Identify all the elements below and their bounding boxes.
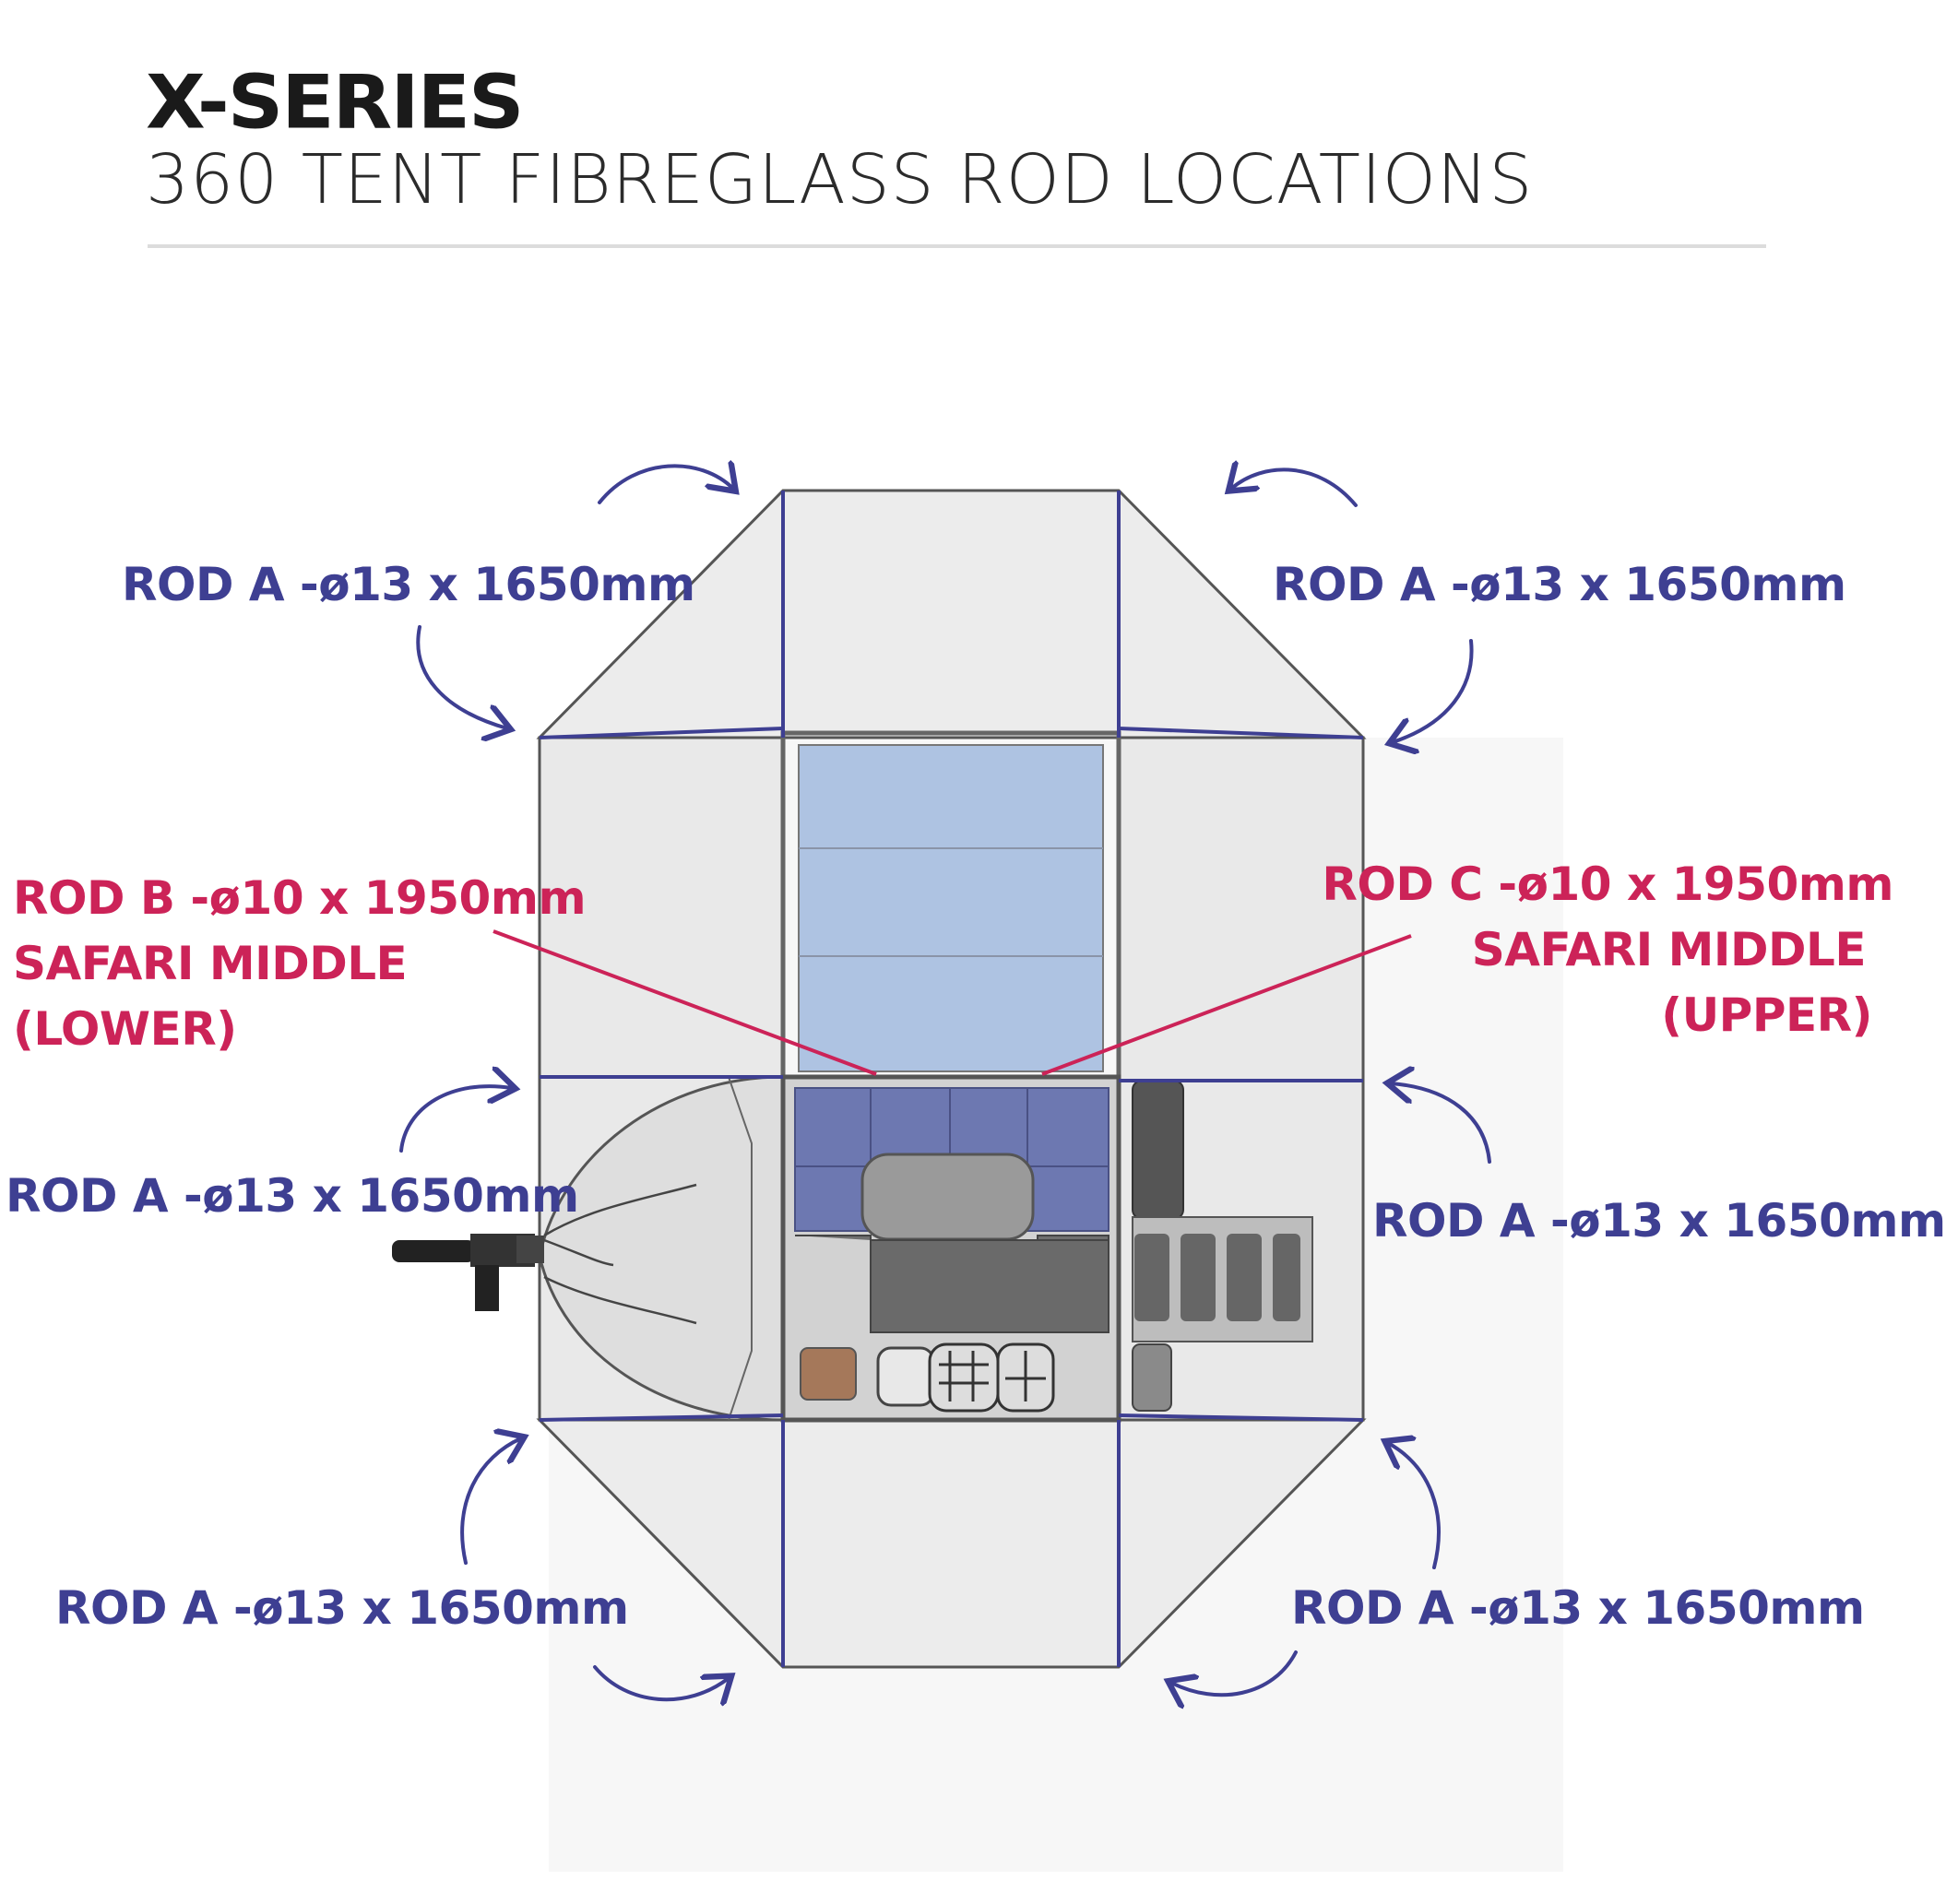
hood-inner-line	[728, 1076, 753, 1421]
rod-b-label-line1: ROD B -ø10 x 1950mm	[13, 871, 587, 925]
tent-top-panel	[536, 489, 1367, 739]
rod-a-label-bottom-left: ROD A -ø13 x 1650mm	[55, 1581, 629, 1635]
stove-left	[928, 1342, 1000, 1413]
rod-c-label-line3: (UPPER)	[1661, 988, 1872, 1042]
rod-a-label-top-right: ROD A -ø13 x 1650mm	[1273, 558, 1846, 611]
rod-c-pointer	[1041, 934, 1412, 1076]
arrow-top-right-lower	[1393, 639, 1474, 742]
rod-a-label-top-left: ROD A -ø13 x 1650mm	[122, 558, 695, 611]
rod-b-label-line2: SAFARI MIDDLE	[13, 937, 408, 990]
arrow-mid-left	[399, 1086, 512, 1153]
rod-a-lines	[539, 491, 1364, 1667]
rod-b-pointer	[492, 929, 877, 1076]
curved-arrows	[399, 466, 1491, 1699]
tent-layout-diagram	[392, 0, 1491, 1709]
rod-b-label-line3: (LOWER)	[13, 1002, 237, 1056]
arrow-bottom-right-upper	[1388, 1443, 1441, 1569]
bed-mattress	[798, 744, 1104, 1072]
page-title: X-SERIES	[146, 59, 524, 146]
arrow-bottom-left-upper	[460, 1438, 521, 1565]
rod-bc-pointers	[492, 929, 1412, 1076]
arrow-top-left-upper	[598, 466, 733, 504]
arrow-top-left-lower	[416, 625, 507, 728]
page-subtitle: 360 TENT FIBREGLASS ROD LOCATIONS	[146, 140, 1534, 219]
rod-c-label-line2: SAFARI MIDDLE	[1471, 923, 1867, 976]
hood-strut-lines	[543, 1183, 697, 1325]
table-top	[860, 1153, 1035, 1241]
cutting-board	[800, 1347, 857, 1401]
header-divider	[148, 244, 1766, 248]
side-cabinet-lower	[1132, 1343, 1172, 1412]
side-cabinet-upper	[1132, 1080, 1184, 1220]
sink	[876, 1346, 935, 1407]
arrow-bottom-left-lower	[593, 1665, 729, 1699]
arrow-top-right-upper	[1231, 469, 1358, 507]
tow-hitch	[392, 1234, 544, 1311]
rod-a-label-mid-left: ROD A -ø13 x 1650mm	[6, 1169, 579, 1223]
arrow-mid-right	[1391, 1083, 1491, 1164]
rod-c-label-line1: ROD C -ø10 x 1950mm	[1322, 857, 1893, 911]
rod-a-label-bottom-right: ROD A -ø13 x 1650mm	[1291, 1581, 1865, 1635]
arrow-bottom-right-lower	[1171, 1650, 1298, 1695]
rod-a-label-mid-right: ROD A -ø13 x 1650mm	[1372, 1194, 1946, 1248]
